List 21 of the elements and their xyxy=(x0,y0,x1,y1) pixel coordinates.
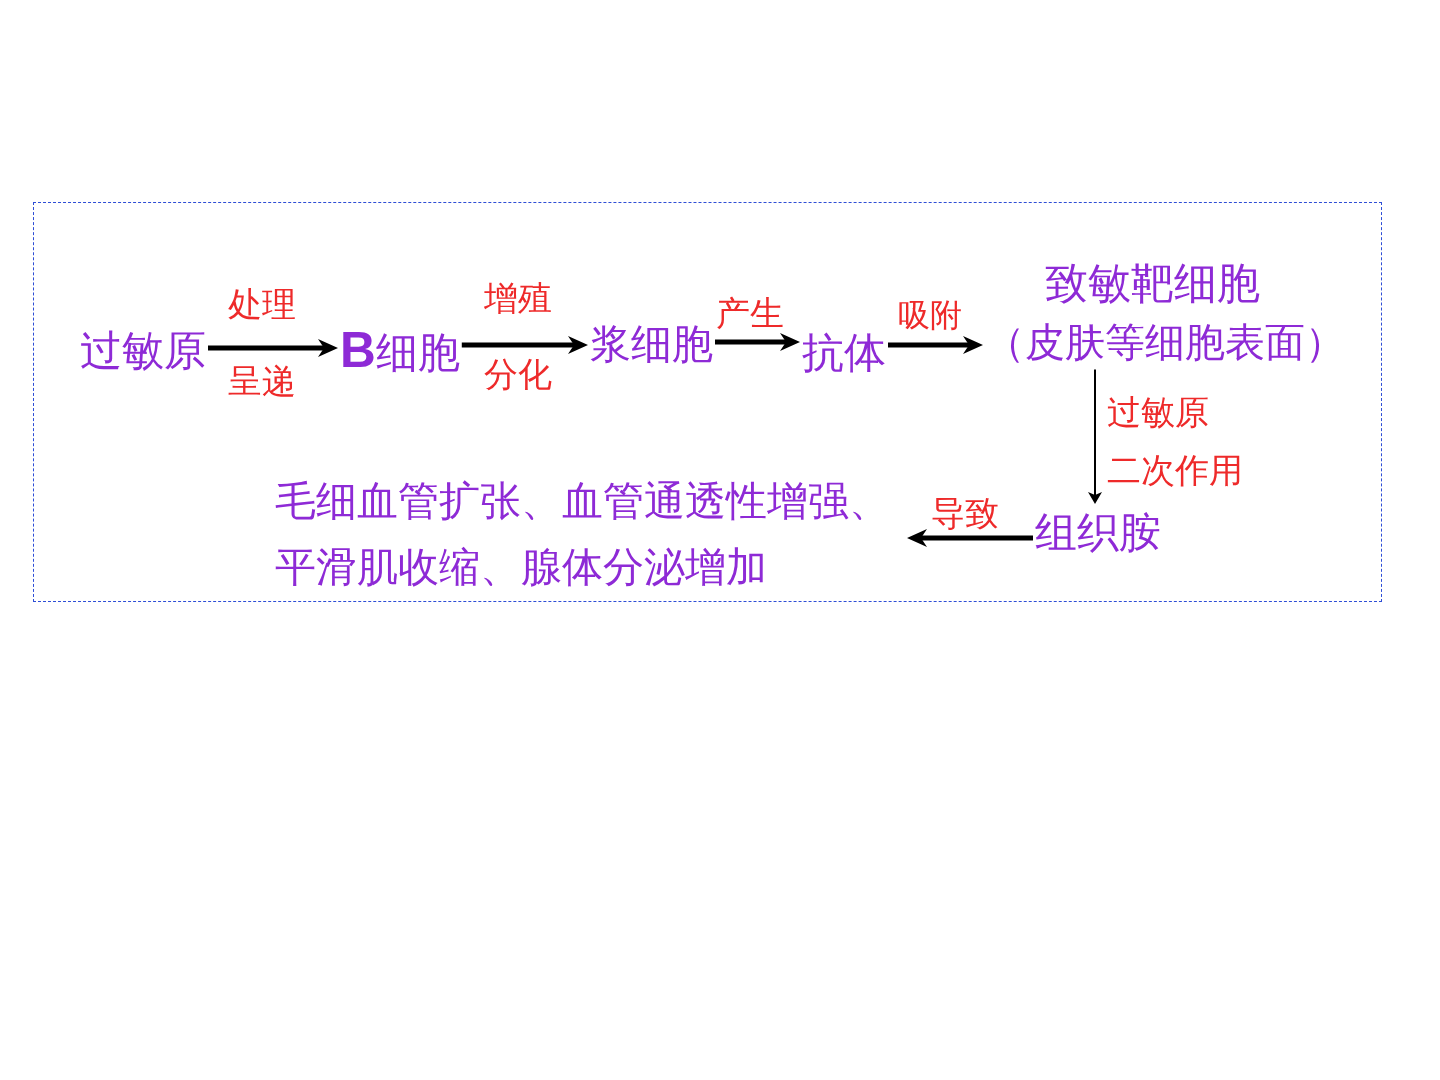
arrow xyxy=(461,336,588,354)
edge-label: 导致 xyxy=(931,495,999,533)
arrow xyxy=(208,339,338,357)
step-text: 组织胺 xyxy=(1035,508,1161,559)
arrow xyxy=(715,333,800,351)
step-text: 过敏原 xyxy=(80,326,206,377)
step-text: B细胞 xyxy=(340,321,460,381)
note-text: （皮肤等细胞表面） xyxy=(985,317,1345,366)
step-text: 致敏靶细胞 xyxy=(1045,258,1261,310)
dashed-frame xyxy=(33,202,1382,602)
step-text: 浆细胞 xyxy=(590,320,713,370)
edge-label: 产生 xyxy=(716,295,784,333)
edge-label: 过敏原二次作用 xyxy=(1107,391,1244,492)
edge-label: 增殖分化 xyxy=(484,277,553,396)
edge-label: 吸附 xyxy=(898,298,962,334)
arrow xyxy=(1088,368,1102,504)
arrow xyxy=(907,529,1033,547)
result-text: 毛细血管扩张、血管通透性增强、平滑肌收缩、腺体分泌增加 xyxy=(275,468,905,600)
edge-label: 处理呈递 xyxy=(228,283,297,403)
step-text: 抗体 xyxy=(802,328,886,379)
arrow xyxy=(888,336,983,354)
